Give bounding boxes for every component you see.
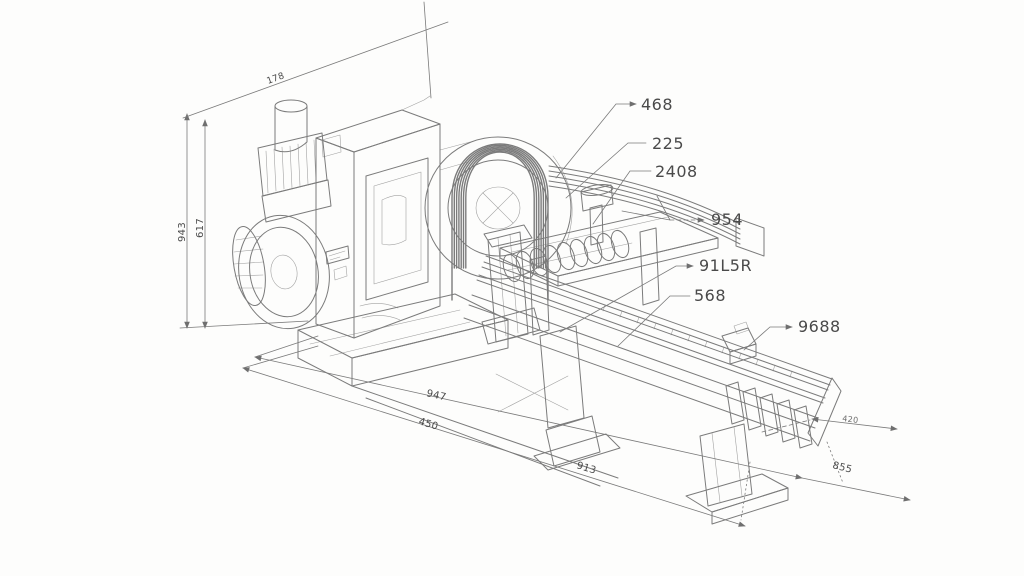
- tube-bundle-arch: [451, 143, 549, 301]
- leader-91l5r: [559, 263, 694, 333]
- leader-9688: [743, 324, 793, 351]
- callout-225-label: 225: [652, 134, 684, 153]
- dimension-lines: [179, 1, 911, 527]
- dim-bottom-right-label: 855: [831, 460, 853, 476]
- callout-2408-label: 2408: [655, 162, 698, 181]
- callout-91l5r-label: 91L5R: [699, 256, 752, 275]
- dim-left-outer-label: 943: [177, 222, 188, 242]
- callout-leaders: [555, 101, 793, 351]
- dim-bottom-center-label: 913: [575, 460, 597, 476]
- callout-954-label: 954: [711, 210, 743, 229]
- dim-bottom-first-label: 947: [425, 388, 447, 403]
- knob-cap: [580, 184, 614, 212]
- dim-line-bottom-right: [801, 477, 911, 502]
- dim-line-bottom-first: [254, 355, 803, 480]
- work-table: [499, 184, 719, 336]
- dim-left-inner-label: 617: [195, 218, 206, 238]
- dim-line-top-diagonal: [182, 21, 449, 119]
- leader-468: [555, 101, 637, 179]
- knob-stem: [589, 204, 604, 246]
- leader-954-v: [621, 195, 671, 221]
- leader-225: [565, 142, 647, 199]
- support-column: [481, 224, 541, 345]
- extension-line-bottom-left: [179, 320, 309, 329]
- roller-cluster: [502, 229, 633, 283]
- top-canister: [257, 99, 342, 223]
- callout-9688-label: 9688: [798, 317, 841, 336]
- right-support-foot: [685, 423, 789, 525]
- extension-line-top: [423, 1, 432, 99]
- callout-568-label: 568: [694, 286, 726, 305]
- dim-line-foot-width: [811, 416, 898, 432]
- carriage-block: [721, 321, 757, 365]
- left-drum: [232, 214, 330, 330]
- misc-connectors: [359, 95, 471, 321]
- callout-468-label: 468: [641, 95, 673, 114]
- labels: 468 225 2408 954 91L5R 568 9688 178 943 …: [177, 71, 859, 476]
- tube-bundle-right: [548, 165, 765, 257]
- dim-bottom-second-label: 450: [417, 416, 439, 432]
- rail-bed: [351, 255, 842, 487]
- bend-head-ring: [424, 136, 573, 280]
- leader-568: [617, 295, 691, 347]
- left-tower: [315, 109, 441, 339]
- dim-foot-width-label: 420: [842, 414, 859, 425]
- leader-2408: [592, 170, 652, 225]
- dim-line-bottom-second: [242, 367, 746, 527]
